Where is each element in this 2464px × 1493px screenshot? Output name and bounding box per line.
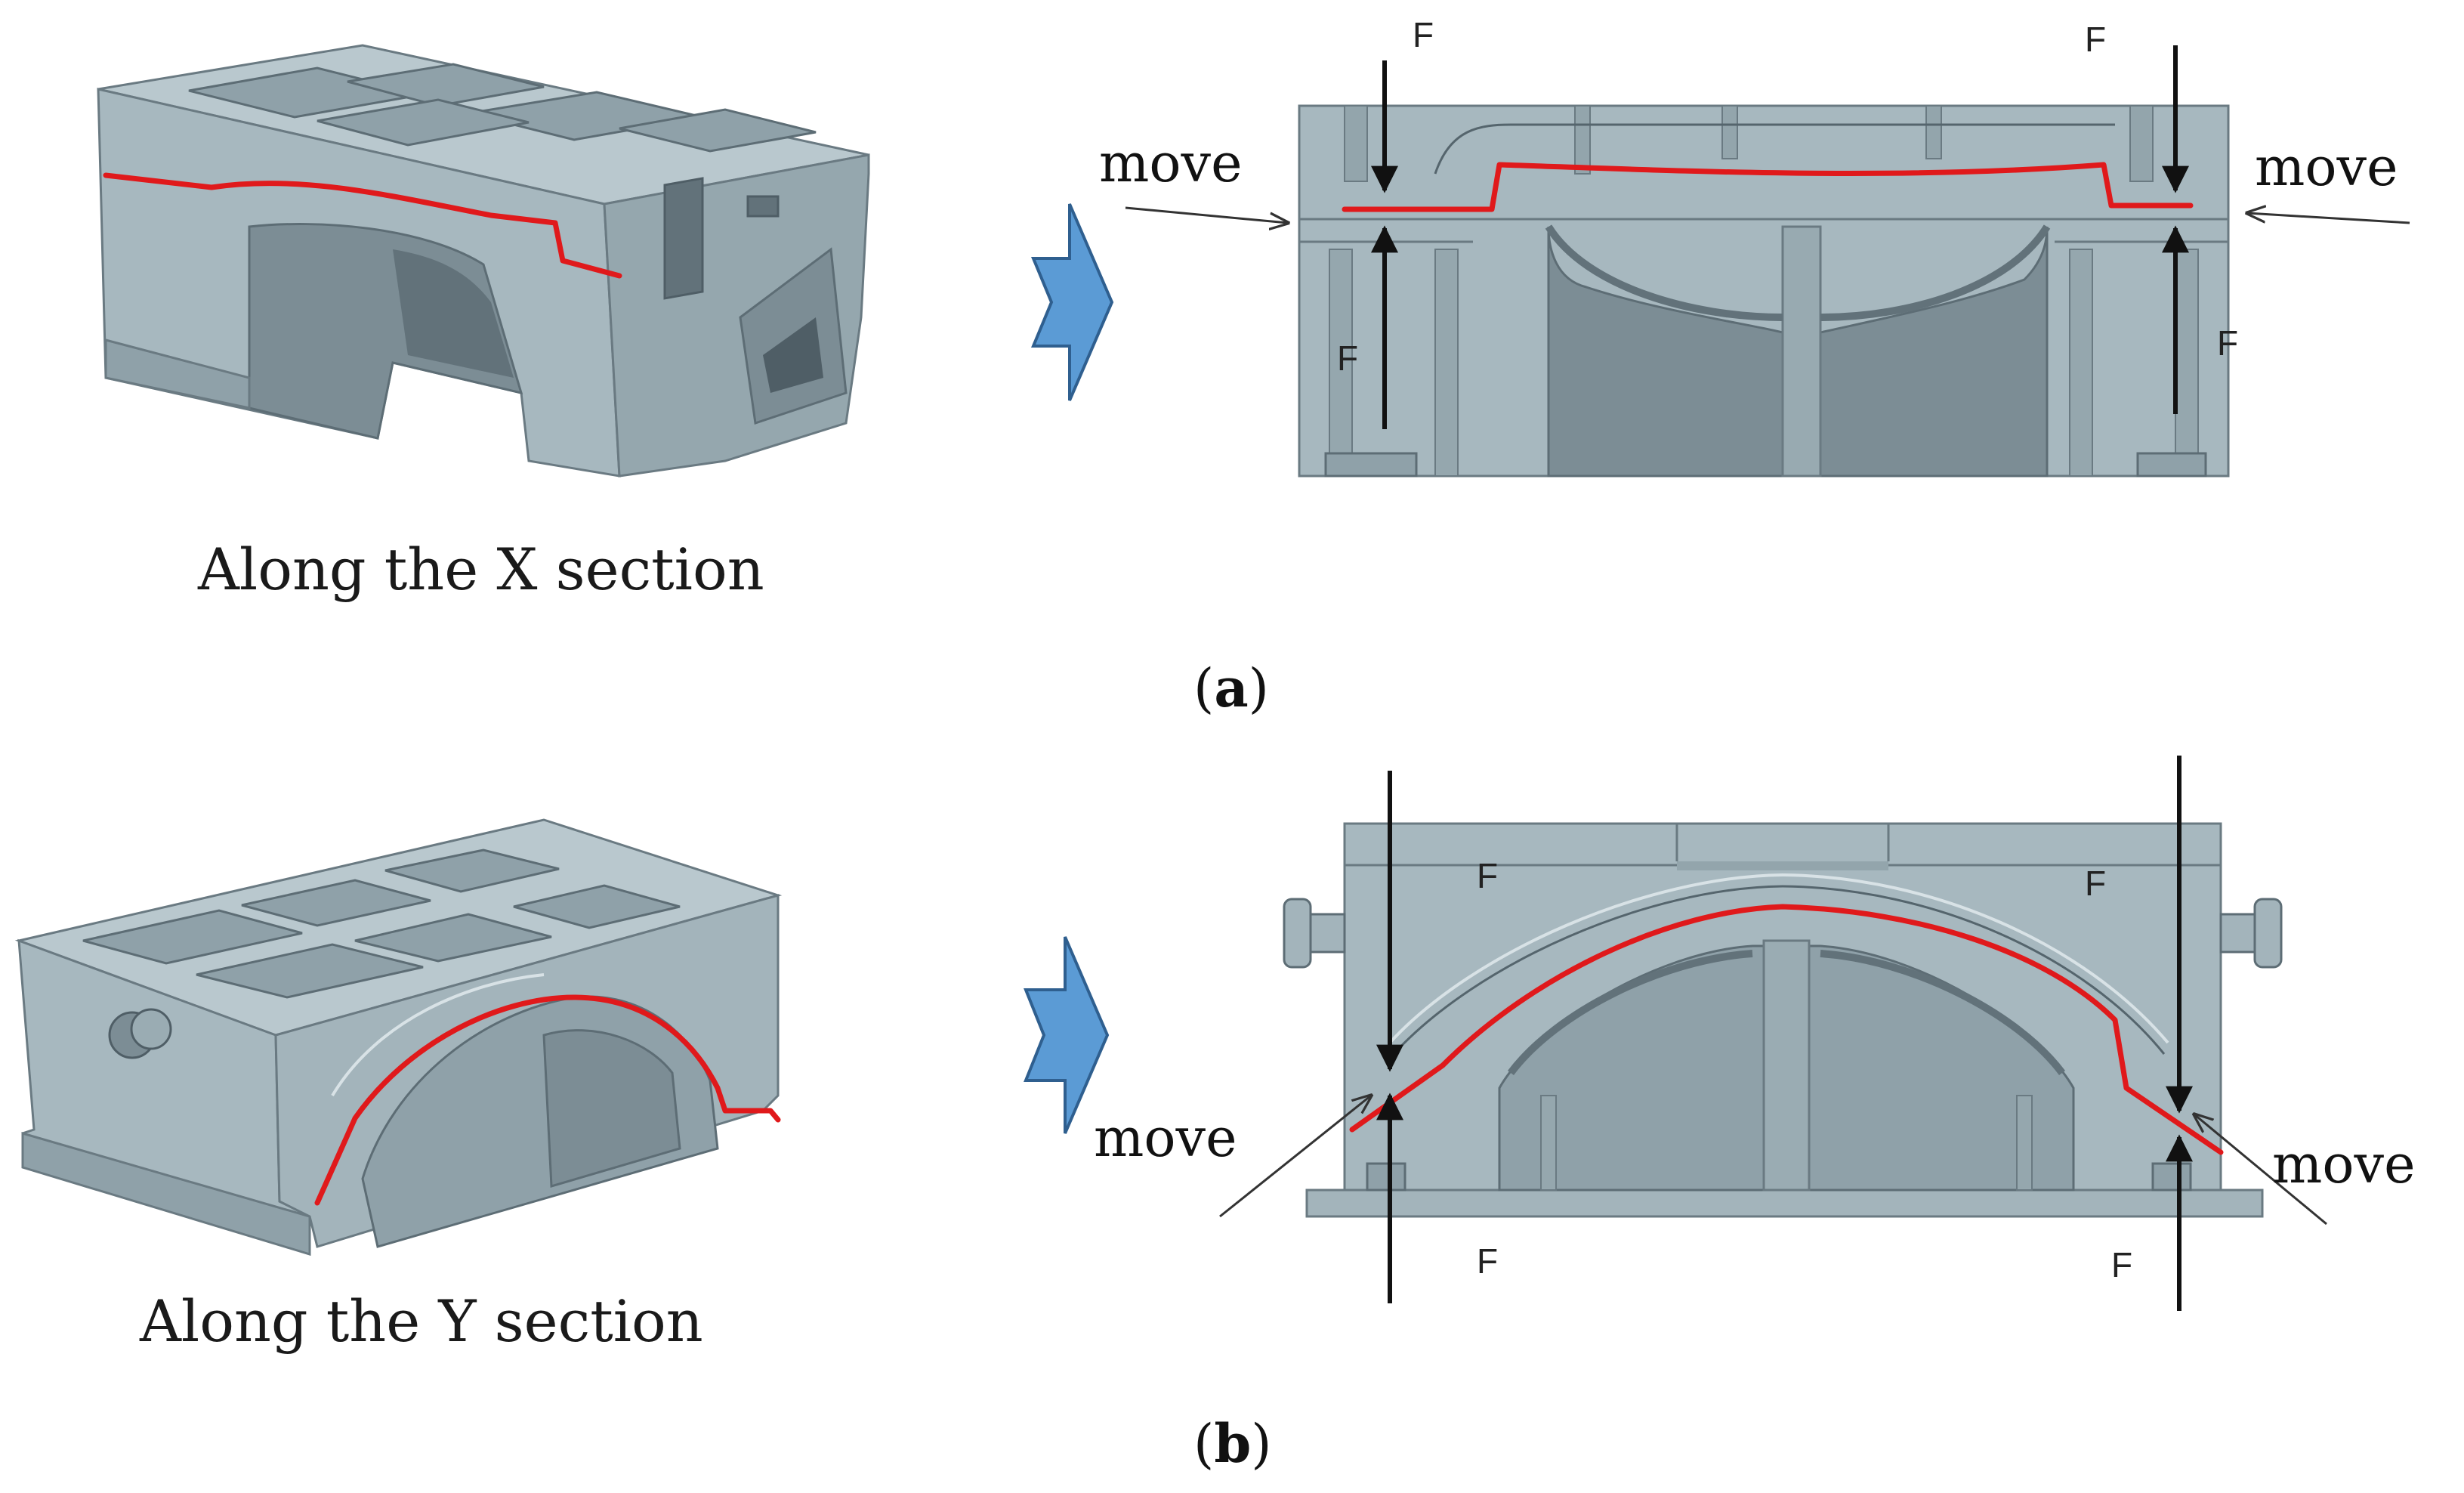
force-arrows-b — [1219, 756, 2327, 1311]
section-view-y — [1283, 822, 2283, 1218]
transition-arrow-b — [1024, 936, 1110, 1134]
casting-3d-x-section — [97, 44, 870, 478]
boss-right — [2219, 898, 2283, 969]
force-label-a-bottom-right: F — [2217, 323, 2238, 363]
force-label-b-top-right: F — [2085, 864, 2106, 903]
move-label-a-left: move — [1099, 132, 1243, 194]
force-label-a-top-right: F — [2085, 20, 2106, 59]
section-view-x — [1298, 104, 2230, 478]
panel-label-b: (b) — [1193, 1412, 1272, 1475]
panel-label-a: (a) — [1193, 657, 1269, 719]
transition-arrow-a — [1031, 203, 1114, 401]
move-label-a-right: move — [2255, 136, 2398, 198]
panel-a: Along the X section — [97, 15, 2410, 719]
boss-left — [1283, 898, 1346, 969]
force-label-a-top-left: F — [1413, 15, 1434, 54]
panel-b: Along the Y section — [14, 756, 2416, 1475]
force-label-b-bottom-left: F — [1477, 1241, 1498, 1281]
casting-3d-y-section — [14, 818, 783, 1257]
force-label-b-top-left: F — [1477, 856, 1498, 895]
move-label-b-left: move — [1094, 1107, 1237, 1169]
caption-y-section: Along the Y section — [139, 1287, 703, 1355]
move-label-b-right: move — [2272, 1133, 2416, 1195]
force-label-a-bottom-left: F — [1337, 338, 1358, 378]
force-label-b-bottom-right: F — [2111, 1245, 2132, 1284]
caption-x-section: Along the X section — [197, 536, 764, 603]
force-arrows-a — [1125, 45, 2410, 429]
